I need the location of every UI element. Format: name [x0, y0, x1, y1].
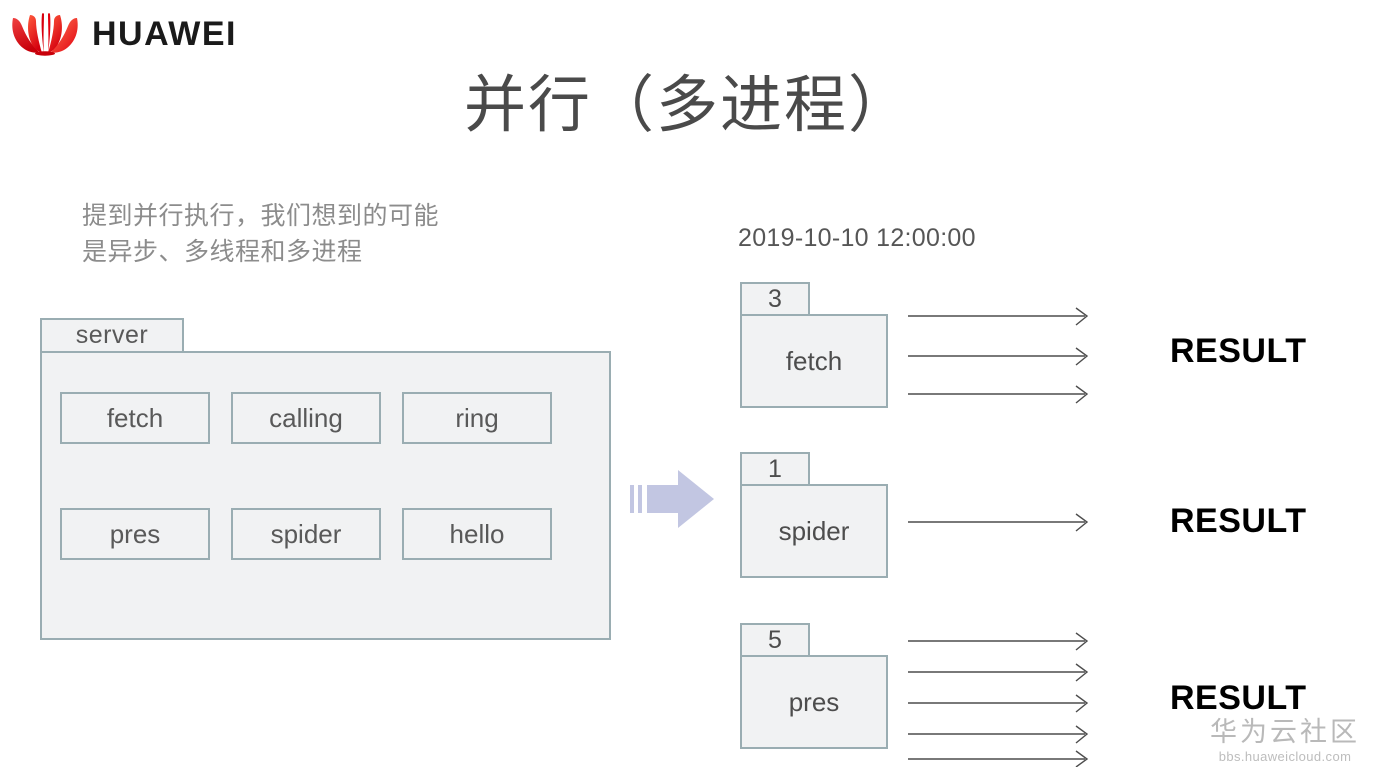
server-package: server fetch calling ring pres spider he…: [40, 318, 611, 640]
brand-header: HUAWEI: [8, 8, 328, 60]
page-title: 并行（多进程）: [463, 72, 912, 140]
task-box[interactable]: fetch: [60, 392, 210, 444]
result-arrows-icon: [908, 307, 1089, 404]
intro-paragraph: 提到并行执行，我们想到的可能 是异步、多线程和多进程: [82, 198, 439, 270]
process-body: spider: [740, 484, 888, 578]
task-box[interactable]: hello: [402, 508, 552, 560]
timestamp-label: 2019-10-10 12:00:00: [738, 224, 976, 252]
process-group: 5 pres RESULT: [740, 623, 1340, 768]
process-body: fetch: [740, 314, 888, 408]
result-arrows-icon: [908, 632, 1089, 767]
process-count: 5: [768, 625, 782, 654]
watermark-text: 华为云社区: [1210, 717, 1360, 747]
result-label: RESULT: [1170, 679, 1307, 717]
task-label: calling: [269, 402, 343, 433]
task-box[interactable]: calling: [231, 392, 381, 444]
watermark-url: bbs.huaweicloud.com: [1218, 749, 1352, 764]
server-package-label: server: [75, 321, 149, 349]
intro-line-2: 是异步、多线程和多进程: [82, 238, 363, 266]
task-box[interactable]: pres: [60, 508, 210, 560]
process-count-tab: 3: [740, 282, 810, 316]
process-name: fetch: [785, 345, 843, 376]
server-task-grid: fetch calling ring pres spider hello: [60, 392, 590, 560]
watermark: 华为云社区 bbs.huaweicloud.com: [1210, 716, 1360, 766]
huawei-flower-logo-icon: [12, 13, 78, 56]
task-box[interactable]: spider: [231, 508, 381, 560]
process-count: 1: [768, 454, 782, 483]
result-label: RESULT: [1170, 502, 1307, 540]
result-arrows-icon: [908, 513, 1089, 532]
process-group: 3 fetch RESULT: [740, 282, 1340, 412]
arrow-stack: [908, 631, 1094, 767]
arrow-stack: [908, 304, 1094, 404]
process-name: spider: [778, 515, 850, 546]
huawei-wordmark: HUAWEI: [92, 15, 237, 53]
task-label: fetch: [106, 402, 164, 433]
intro-line-1: 提到并行执行，我们想到的可能: [82, 202, 440, 230]
task-label: pres: [109, 518, 161, 549]
result-label: RESULT: [1170, 332, 1307, 370]
process-group: 1 spider RESULT: [740, 452, 1340, 582]
process-body: pres: [740, 655, 888, 749]
task-label: spider: [270, 518, 342, 549]
process-count: 3: [768, 284, 782, 313]
task-box[interactable]: ring: [402, 392, 552, 444]
server-package-tab: server: [40, 318, 184, 353]
task-label: hello: [449, 518, 505, 549]
arrow-stack: [908, 509, 1094, 535]
server-package-body: [40, 351, 611, 640]
right-block-arrow-icon: [630, 470, 714, 528]
process-name: pres: [788, 686, 840, 717]
task-label: ring: [455, 402, 499, 433]
process-count-tab: 1: [740, 452, 810, 486]
process-count-tab: 5: [740, 623, 810, 657]
